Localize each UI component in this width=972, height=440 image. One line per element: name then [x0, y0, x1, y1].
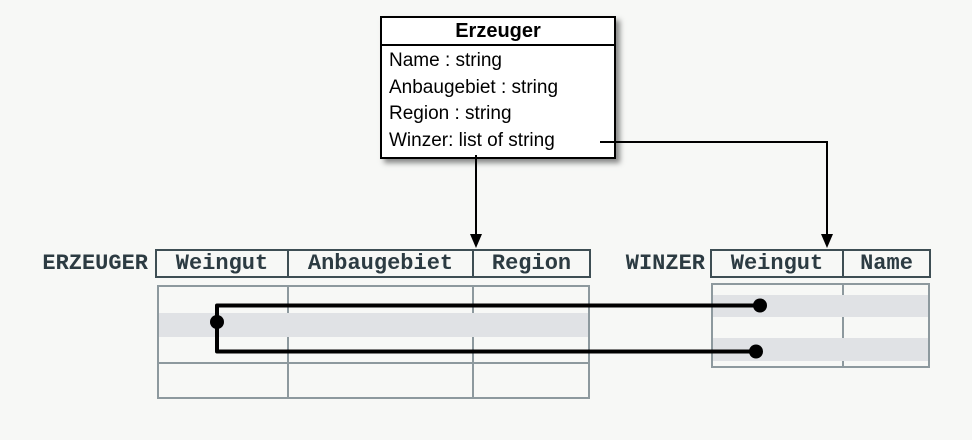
winzer-col-weingut: Weingut — [730, 251, 824, 276]
class-title: Erzeuger — [382, 18, 614, 46]
erzeuger-table-header: Weingut Anbaugebiet Region — [155, 249, 591, 278]
erzeuger-col-region: Region — [472, 251, 589, 276]
winzer-highlighted-row-1 — [713, 295, 928, 317]
erzeuger-col-weingut: Weingut — [175, 251, 269, 276]
winzer-col-name: Name — [842, 251, 929, 276]
winzer-body-column-divider — [842, 285, 844, 366]
erzeuger-body-row-divider — [159, 362, 588, 364]
winzer-table-label: WINZER — [625, 251, 705, 276]
arrow-down-head-erzeuger-icon — [470, 234, 482, 248]
erzeuger-table-label: ERZEUGER — [42, 251, 148, 276]
erzeuger-highlighted-row — [159, 313, 588, 337]
arrow-line-to-winzer — [600, 141, 828, 237]
class-attribute-list: Name : string Anbaugebiet : string Regio… — [382, 46, 614, 157]
winzer-highlighted-row-2 — [713, 338, 928, 361]
class-attribute-winzer: Winzer: list of string — [389, 129, 555, 151]
winzer-table-header: Weingut Name — [710, 249, 931, 278]
arrow-down-head-winzer-icon — [821, 234, 833, 248]
erzeuger-table-body — [157, 285, 590, 399]
class-attribute-region: Region : string — [389, 103, 512, 124]
erzeuger-body-column-divider — [287, 287, 289, 397]
class-box-erzeuger: Erzeuger Name : string Anbaugebiet : str… — [380, 16, 616, 159]
erzeuger-col-anbaugebiet: Anbaugebiet — [287, 251, 472, 276]
class-attribute-name: Name : string — [389, 50, 502, 71]
erzeuger-body-column-divider — [472, 287, 474, 397]
class-attribute-anbaugebiet: Anbaugebiet : string — [389, 76, 559, 98]
winzer-table-body — [711, 283, 930, 368]
